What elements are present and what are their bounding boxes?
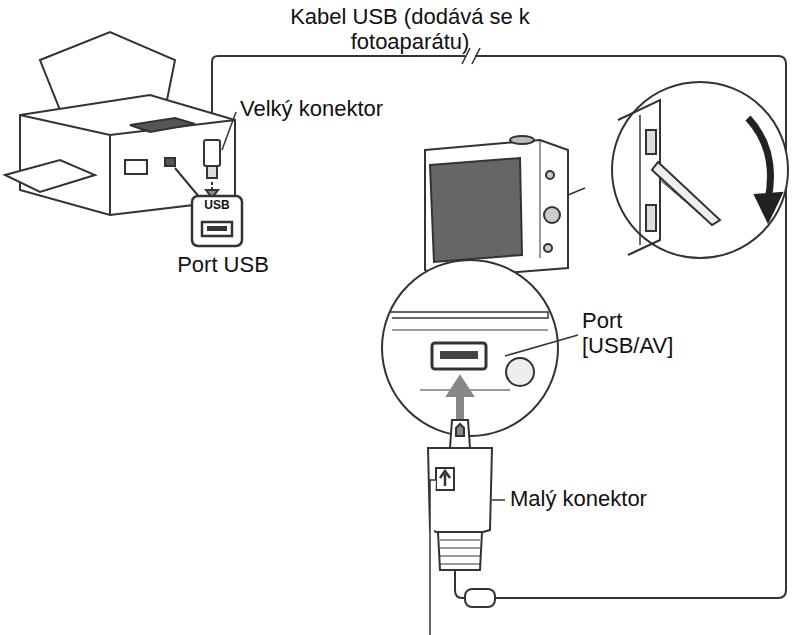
cable-label: Kabel USB (dodává se k fotoaparátu) [270, 4, 550, 55]
usb-cable [212, 56, 465, 140]
printer [5, 32, 235, 215]
camera [425, 136, 585, 278]
small-connector [428, 420, 505, 635]
large-connector [204, 112, 236, 198]
part-label: Port USB [148, 252, 298, 277]
port-cover-inset [612, 82, 788, 258]
port-detail-circle [382, 260, 578, 436]
usb-port-icon [192, 196, 242, 246]
part-label: Malý konektor [510, 486, 710, 511]
usb-cable [455, 575, 465, 598]
part-label: Velký konektor [240, 96, 440, 121]
part-label: Port [USB/AV] [582, 308, 692, 359]
port-icon-text: USB [196, 199, 238, 213]
ferrite-core [465, 589, 495, 607]
